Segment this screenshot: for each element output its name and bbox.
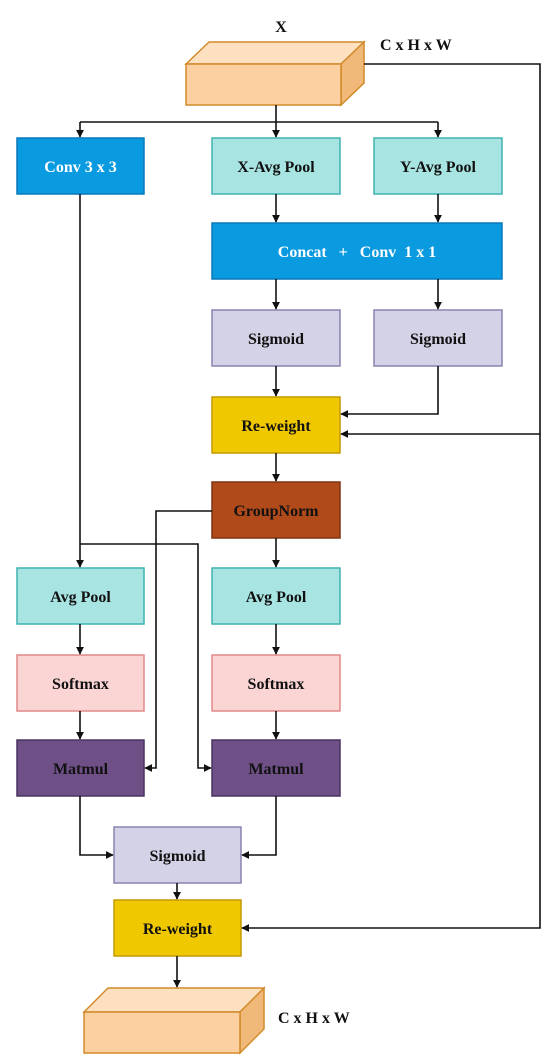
matmul-right-block: Matmul xyxy=(211,739,341,797)
softmax-right-block: Softmax xyxy=(211,654,341,712)
conv3x3-label: Conv 3 x 3 xyxy=(44,159,116,176)
input-name-label: X xyxy=(275,19,287,36)
sigmoid-left-block: Sigmoid xyxy=(211,309,341,367)
avg-pool-right-label: Avg Pool xyxy=(246,589,307,606)
avg-pool-left-block: Avg Pool xyxy=(16,567,145,625)
concat-conv1x1-label: Concat + Conv 1 x 1 xyxy=(278,244,436,261)
output-shape-label: C x H x W xyxy=(278,1010,350,1027)
sigmoid-bottom-block: Sigmoid xyxy=(113,826,242,884)
input-skip-to-reweight-top-arrow xyxy=(340,63,541,438)
groupnorm-to-matmul-left-arrow xyxy=(144,510,212,772)
reweight-top-label: Re-weight xyxy=(241,418,311,435)
y-avg-pool-label: Y-Avg Pool xyxy=(400,159,477,176)
reweight-top-block: Re-weight xyxy=(211,396,341,454)
conv3x3-block: Conv 3 x 3 xyxy=(16,137,145,195)
matmul-right-to-sigmoid-arrow xyxy=(241,796,277,859)
reweight-bottom-label: Re-weight xyxy=(143,921,213,938)
sigmoid-bottom-label: Sigmoid xyxy=(149,848,205,865)
sigmoid-left-label: Sigmoid xyxy=(248,331,304,348)
sigmoid-right-to-reweight-arrow xyxy=(340,366,439,418)
matmul-left-block: Matmul xyxy=(16,739,145,797)
avg-pool-left-label: Avg Pool xyxy=(50,589,111,606)
sigmoid-right-label: Sigmoid xyxy=(410,331,466,348)
matmul-right-label: Matmul xyxy=(248,761,304,778)
y-avg-pool-block: Y-Avg Pool xyxy=(373,137,503,195)
x-avg-pool-label: X-Avg Pool xyxy=(237,159,315,176)
matmul-left-to-sigmoid-arrow xyxy=(79,796,114,859)
input-shape-label: C x H x W xyxy=(380,37,452,54)
matmul-left-label: Matmul xyxy=(53,761,109,778)
reweight-bottom-block: Re-weight xyxy=(113,899,242,957)
input-tensor xyxy=(184,40,366,107)
output-tensor xyxy=(82,986,266,1055)
softmax-left-block: Softmax xyxy=(16,654,145,712)
input-skip-to-reweight-bottom-arrow xyxy=(241,434,541,932)
conv3x3-to-matmul-right-arrow xyxy=(80,543,212,772)
x-avg-pool-block: X-Avg Pool xyxy=(211,137,341,195)
avg-pool-right-block: Avg Pool xyxy=(211,567,341,625)
groupnorm-label: GroupNorm xyxy=(233,503,319,520)
concat-conv1x1-block: Concat + Conv 1 x 1 xyxy=(211,222,503,280)
softmax-left-label: Softmax xyxy=(52,676,109,693)
groupnorm-block: GroupNorm xyxy=(211,481,341,539)
sigmoid-right-block: Sigmoid xyxy=(373,309,503,367)
softmax-right-label: Softmax xyxy=(248,676,305,693)
